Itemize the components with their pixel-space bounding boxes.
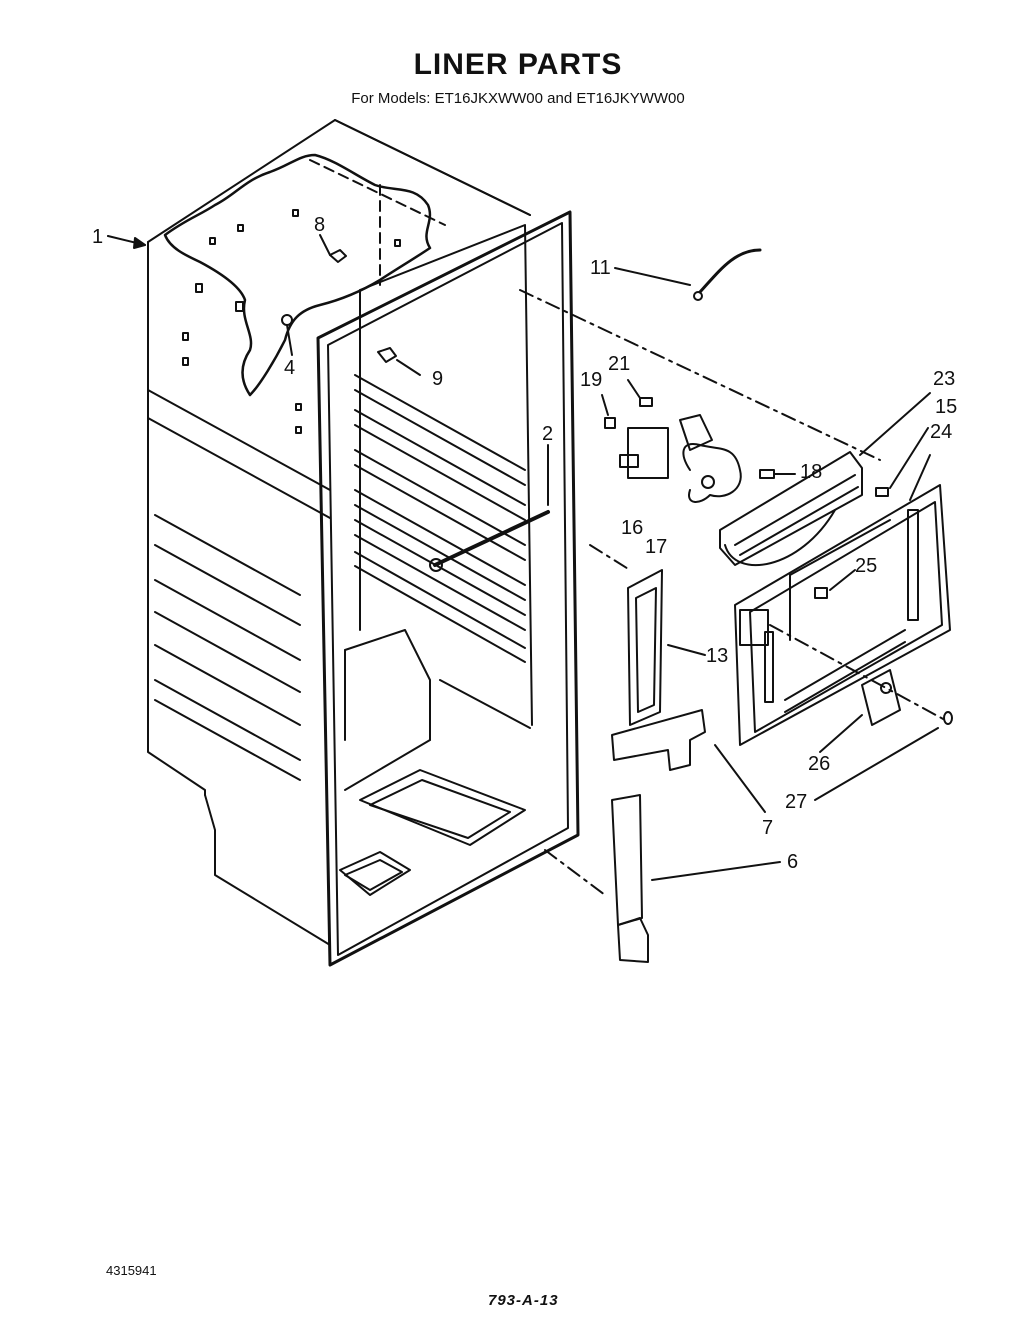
callout-24: 24 [930, 421, 952, 443]
part-23-air-grille [719, 392, 931, 567]
callout-15: 15 [935, 396, 957, 418]
part-13-air-duct [627, 569, 706, 726]
callout-21: 21 [608, 353, 630, 375]
document-code: 4315941 [106, 1263, 157, 1278]
part-6-channel [611, 794, 781, 963]
part-11-wire [614, 248, 762, 301]
cabinet-liner [147, 119, 881, 967]
callout-1: 1 [92, 226, 103, 248]
part-9-clip [377, 347, 421, 376]
callout-18: 18 [800, 461, 822, 483]
callout-16: 16 [621, 517, 643, 539]
shelf-rails [354, 374, 526, 663]
callout-6: 6 [787, 851, 798, 873]
reference-number: 793-A-13 [488, 1292, 559, 1309]
callout-7: 7 [762, 817, 773, 839]
callout-27: 27 [785, 791, 807, 813]
callout-labels: 1 2 4 6 7 8 9 11 13 15 16 17 18 19 21 23… [92, 214, 957, 873]
callout-11: 11 [590, 257, 611, 279]
part-24-evaporator-cover [734, 454, 951, 746]
callout-17: 17 [645, 536, 667, 558]
page-subtitle: For Models: ET16JKXWW00 and ET16JKYWW00 [351, 90, 685, 107]
callout-26: 26 [808, 753, 830, 775]
callout-2: 2 [542, 423, 553, 445]
part-27-plug [769, 624, 953, 801]
part-15-screw [875, 427, 929, 497]
callout-8: 8 [314, 214, 325, 236]
callout-23: 23 [933, 368, 955, 390]
part-26-plate [819, 669, 901, 753]
callout-4: 4 [284, 357, 295, 379]
part-8-clip [319, 234, 347, 263]
page-title: LINER PARTS [413, 48, 623, 81]
part-25-screw [814, 569, 856, 599]
callout-19: 19 [580, 369, 602, 391]
part-2-thermostat [429, 444, 550, 572]
part-7-baffle [611, 709, 766, 813]
fan-motor-assembly [601, 379, 796, 503]
callout-25: 25 [855, 555, 877, 577]
callout-13: 13 [706, 645, 728, 667]
part-4-screw [281, 314, 293, 356]
callout-9: 9 [432, 368, 443, 390]
